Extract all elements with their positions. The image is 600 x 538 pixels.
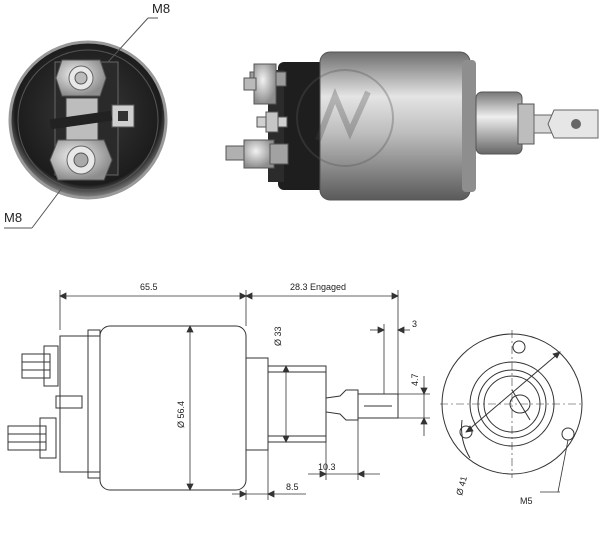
dim-length-label: 65.5 <box>140 282 158 292</box>
dim-bolt-circle-label: Ø 41 <box>454 475 469 496</box>
dim-engaged-label: 28.3 Engaged <box>290 282 346 292</box>
side-dimensions <box>59 290 430 500</box>
dim-body-diameter-label: Ø 56.4 <box>176 401 186 428</box>
end-view-top-thread-label: M8 <box>152 1 170 16</box>
dim-flange-label: 8.5 <box>286 482 299 492</box>
side-view-photo <box>225 51 599 201</box>
front-dimensions <box>465 351 569 493</box>
side-dimension-labels: 65.5 28.3 Engaged Ø 56.4 Ø 33 3 4.7 10.3… <box>140 282 420 492</box>
dim-mount-thread-label: M5 <box>520 496 533 506</box>
dim-tab-width-label: 3 <box>412 319 417 329</box>
front-dimension-labels: Ø 41 M5 <box>454 475 532 506</box>
bottom-terminal-stud <box>49 139 113 181</box>
side-drawing <box>7 325 399 491</box>
front-drawing <box>440 330 584 478</box>
top-terminal-stud <box>55 59 107 97</box>
end-view-photo <box>8 40 168 200</box>
dim-shaft-diameter-label: Ø 33 <box>273 326 283 346</box>
dim-tab-height-label: 4.7 <box>410 373 420 386</box>
end-view-bottom-thread-label: M8 <box>4 210 22 225</box>
dim-plunger-extension-label: 10.3 <box>318 462 336 472</box>
